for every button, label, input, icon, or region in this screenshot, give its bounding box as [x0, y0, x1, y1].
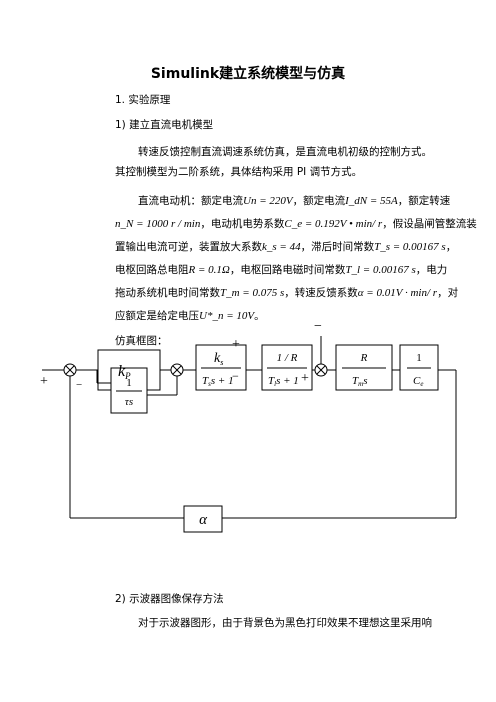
armature-numerator: 1 / R: [277, 352, 298, 364]
paragraph-line: n_N = 1000 r / min，电动机电势系数C_e = 0.192V •…: [115, 218, 477, 230]
plus-sign: +: [40, 374, 48, 389]
paragraph-line: 直流电动机：额定电流Un = 220V，额定电流I_dN = 55A，额定转速: [138, 195, 451, 207]
ce-block: [399, 344, 439, 391]
diagram-caption: 仿真框图：: [115, 335, 168, 347]
armature-denominator: Tls + 1: [268, 375, 299, 388]
alpha-label: α: [199, 512, 208, 528]
equation: T_s = 0.00167 s: [374, 241, 446, 253]
equation: T_m = 0.075 s: [220, 287, 285, 299]
integrator-numerator: 1: [126, 377, 132, 389]
ks-numerator: ks: [214, 351, 223, 367]
equation: k_s = 44: [262, 241, 301, 253]
paragraph-line: 应额定是给定电压U*_n = 10V。: [115, 310, 265, 322]
document-title: Simulink建立系统模型与仿真: [150, 66, 346, 82]
ks-denominator: Tss + 1: [202, 375, 234, 388]
armature-block: [261, 344, 313, 391]
paragraph-line: 电枢回路总电阻R = 0.1Ω，电枢回路电磁时间常数T_l = 0.00167 …: [115, 264, 448, 276]
kp-label: kP: [118, 363, 131, 381]
section-heading-principle: 1. 实验原理: [115, 94, 171, 106]
minus-sign: −: [314, 319, 322, 334]
equation: U*_n = 10V: [199, 310, 255, 322]
equation: α = 0.01V · min/ r: [357, 287, 438, 299]
paragraph-line: 置输出电流可逆，装置放大系数k_s = 44，滞后时间常数T_s = 0.001…: [115, 241, 457, 253]
mechanical-denominator: Tms: [352, 375, 367, 388]
minus-sign: −: [76, 379, 82, 391]
equation: Un = 220V: [243, 195, 293, 207]
equation: R = 0.1Ω: [188, 264, 230, 276]
equation: C_e = 0.192V • min/ r: [284, 218, 383, 230]
mechanical-numerator: R: [360, 352, 368, 364]
ks-block: [195, 344, 247, 391]
equation: I_dN = 55A: [345, 195, 398, 207]
plus-sign: +: [232, 337, 240, 352]
equation: n_N = 1000 r / min: [115, 218, 201, 230]
feedback-alpha-block: [183, 505, 223, 533]
paragraph-line: 其控制模型为二阶系统，具体结构采用 PI 调节方式。: [115, 166, 363, 178]
ce-numerator: 1: [416, 352, 422, 364]
plus-sign: +: [301, 371, 309, 386]
mechanical-block: [335, 344, 393, 391]
paragraph-line: 拖动系统机电时间常数T_m = 0.075 s，转速反馈系数α = 0.01V …: [115, 287, 459, 299]
paragraph-line: 对于示波器图形，由于背景色为黑色打印效果不理想这里采用响: [138, 617, 432, 629]
integrator-denominator: τs: [125, 396, 133, 408]
equation: T_l = 0.00167 s: [345, 264, 416, 276]
subsection-heading-oscilloscope: 2) 示波器图像保存方法: [115, 593, 224, 605]
subsection-heading-model: 1) 建立直流电机模型: [115, 119, 214, 131]
ce-denominator: Ce: [413, 375, 423, 388]
minus-sign: −: [232, 369, 239, 383]
paragraph-line: 转速反馈控制直流调速系统仿真，是直流电机初级的控制方式。: [138, 146, 432, 158]
